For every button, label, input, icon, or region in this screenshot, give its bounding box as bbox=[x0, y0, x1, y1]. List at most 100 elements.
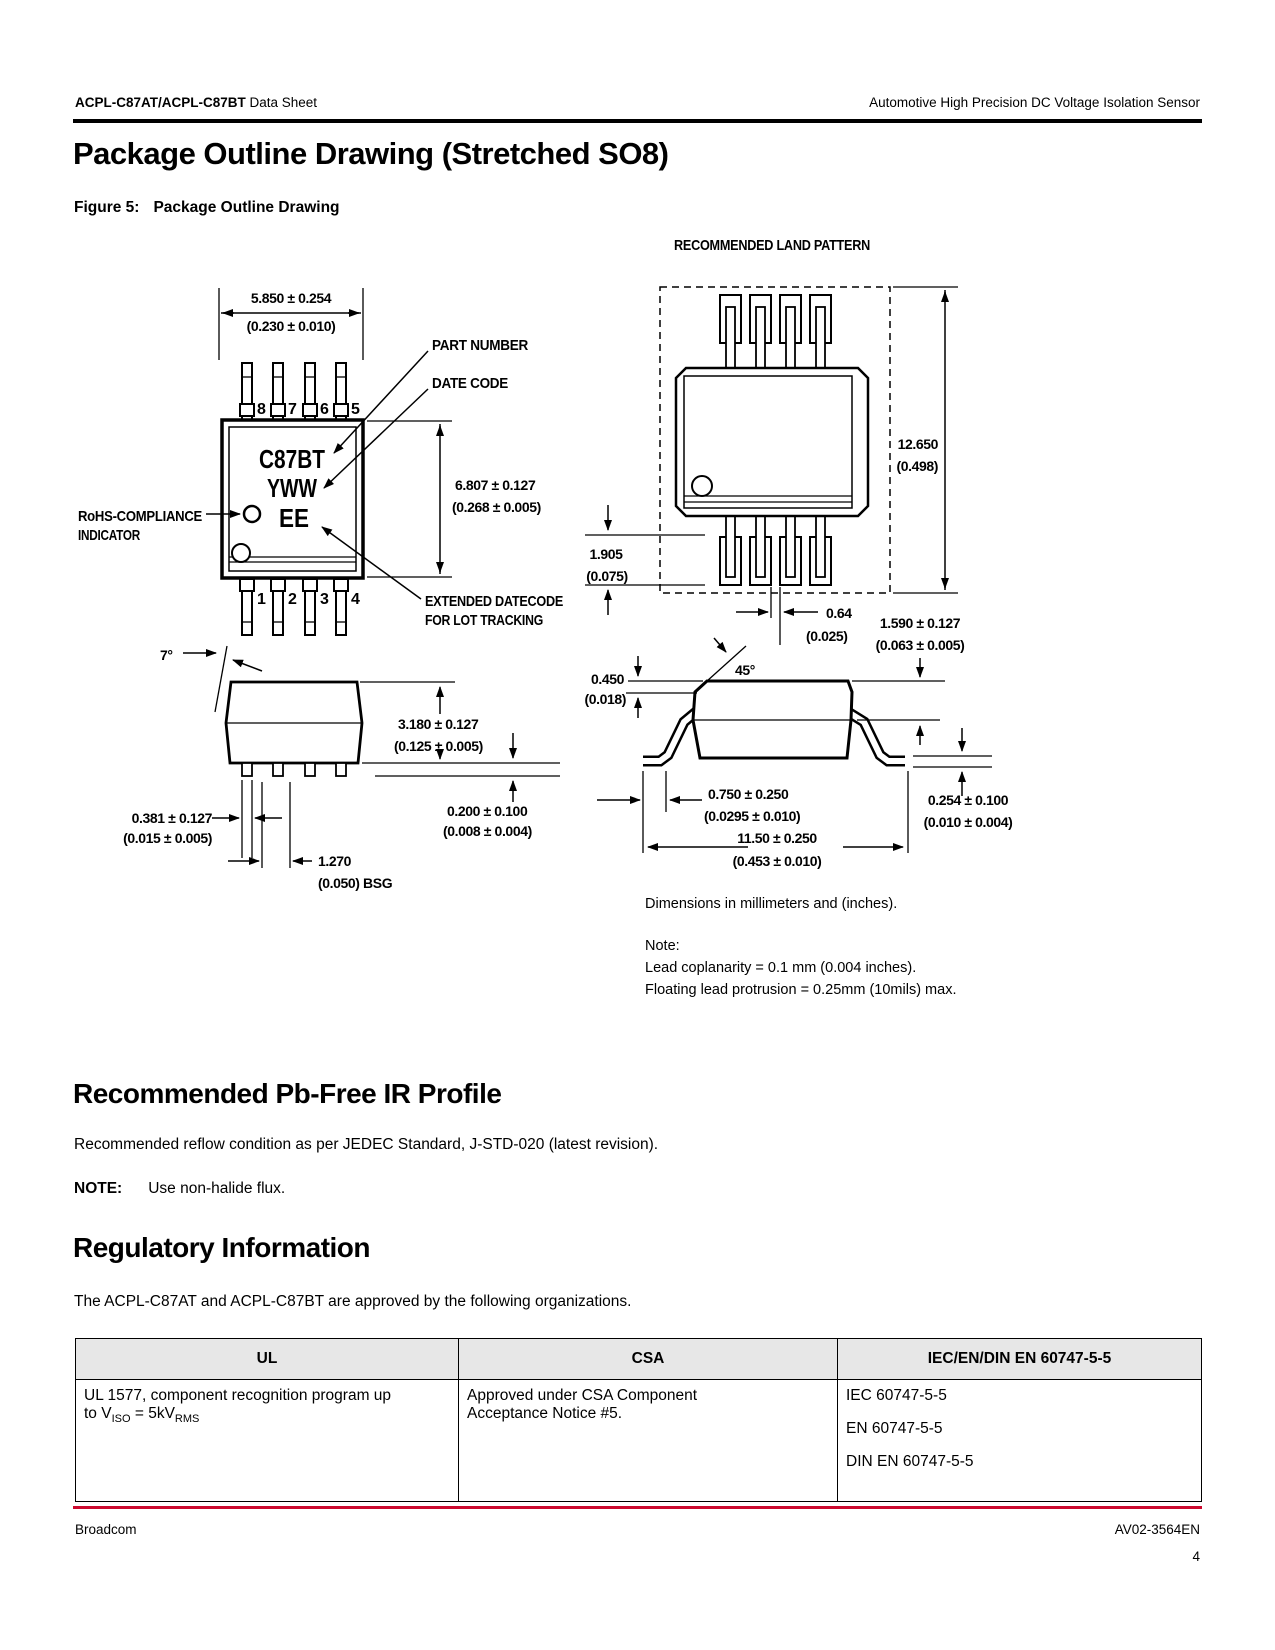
figure-caption: Figure 5: Package Outline Drawing bbox=[74, 199, 340, 217]
dim-pad-length-in: (0.075) bbox=[586, 568, 628, 584]
table-header-iec: IEC/EN/DIN EN 60747-5-5 bbox=[837, 1338, 1202, 1380]
cell-ul: UL 1577, component recognition program u… bbox=[75, 1379, 459, 1502]
dim-body-width-in: (0.230 ± 0.010) bbox=[247, 318, 336, 334]
package-outline-drawing: 8 7 6 5 1 2 3 4 C87BT YWW EE 5.850 ± 0.2… bbox=[78, 237, 1013, 998]
regulatory-body: The ACPL-C87AT and ACPL-C87BT are approv… bbox=[74, 1293, 632, 1310]
dim-lead-width-in: (0.015 ± 0.005) bbox=[123, 830, 212, 846]
ir-profile-body: Recommended reflow condition as per JEDE… bbox=[74, 1136, 659, 1153]
ext-datecode-label-2: FOR LOT TRACKING bbox=[425, 612, 543, 629]
header-product-name: Automotive High Precision DC Voltage Iso… bbox=[869, 95, 1200, 110]
dim-pitch-in: (0.050) BSG bbox=[318, 875, 393, 891]
dim-lead-offset-in: (0.063 ± 0.005) bbox=[876, 637, 965, 653]
cell-iec: IEC 60747-5-5 EN 60747-5-5 DIN EN 60747-… bbox=[837, 1379, 1202, 1502]
dim-body-height-in: (0.268 ± 0.005) bbox=[452, 499, 541, 515]
land-pattern-title: RECOMMENDED LAND PATTERN bbox=[674, 237, 870, 254]
dim-pad-length-mm: 1.905 bbox=[589, 546, 623, 562]
dim-lead-thickness-mm: 0.254 ± 0.100 bbox=[928, 792, 1009, 808]
pin-number: 1 bbox=[257, 591, 266, 608]
dim-chamfer-depth-mm: 0.450 bbox=[591, 671, 625, 687]
dim-total-span-mm: 11.50 ± 0.250 bbox=[737, 830, 817, 846]
dim-pad-gap-in: (0.025) bbox=[806, 628, 848, 644]
pin-number: 5 bbox=[351, 401, 360, 418]
land-pads-bottom bbox=[719, 514, 832, 586]
end-view-leads bbox=[643, 707, 905, 767]
marking-part: C87BT bbox=[259, 444, 325, 474]
land-pattern-view: RECOMMENDED LAND PATTERN bbox=[585, 237, 958, 645]
ul-line-1: UL 1577, component recognition program u… bbox=[84, 1387, 392, 1404]
dim-chamfer-angle: 45° bbox=[735, 662, 755, 678]
part-number-label: PART NUMBER bbox=[432, 337, 528, 354]
header-doc-suffix: Data Sheet bbox=[245, 95, 318, 110]
csa-line: Approved under CSA Component bbox=[467, 1387, 698, 1404]
section-title-regulatory: Regulatory Information bbox=[73, 1232, 371, 1263]
side-view-feet bbox=[241, 762, 347, 777]
note-protrusion: Floating lead protrusion = 0.25mm (10mil… bbox=[645, 982, 956, 998]
footer-page-number: 4 bbox=[1192, 1549, 1200, 1564]
figure-label: Figure 5: bbox=[74, 199, 140, 216]
ul-line-2: to VISO = 5kVRMS bbox=[84, 1405, 200, 1425]
dim-land-length-mm: 12.650 bbox=[898, 436, 939, 452]
page-title: Package Outline Drawing (Stretched SO8) bbox=[73, 136, 669, 171]
rohs-label-2: INDICATOR bbox=[78, 527, 140, 544]
footer-doc-number: AV02-3564EN bbox=[1114, 1522, 1200, 1537]
header-part-number: ACPL-C87AT/ACPL-C87BT bbox=[75, 95, 246, 110]
cert-line: DIN EN 60747-5-5 bbox=[846, 1453, 974, 1470]
pin-number: 4 bbox=[351, 591, 360, 608]
cert-line: EN 60747-5-5 bbox=[846, 1420, 943, 1437]
pin-number: 6 bbox=[320, 401, 329, 418]
drawing-notes: Dimensions in millimeters and (inches). … bbox=[645, 896, 956, 998]
csa-line: Acceptance Notice #5. bbox=[467, 1405, 623, 1422]
pin-number: 7 bbox=[288, 401, 297, 418]
marking-datecode: YWW bbox=[267, 473, 317, 503]
rohs-label-1: RoHS-COMPLIANCE bbox=[78, 508, 202, 525]
cert-line: IEC 60747-5-5 bbox=[846, 1387, 947, 1404]
pin-number: 8 bbox=[257, 401, 266, 418]
dim-draft-angle: 7° bbox=[160, 647, 173, 663]
figure-caption-text: Package Outline Drawing bbox=[153, 199, 340, 216]
note-label: Note: bbox=[645, 938, 680, 954]
land-pads-top bbox=[719, 294, 832, 370]
package-end-view: 45° 0.450 (0.018) 1.590 ± 0.127 (0.063 ±… bbox=[584, 615, 1012, 869]
top-pins bbox=[239, 362, 349, 421]
dim-pitch-mm: 1.270 bbox=[318, 853, 352, 869]
pin-number: 3 bbox=[320, 591, 329, 608]
table-header-csa: CSA bbox=[458, 1338, 838, 1380]
package-top-view: 8 7 6 5 1 2 3 4 C87BT YWW EE 5.850 ± 0.2… bbox=[78, 288, 564, 636]
footer-rule bbox=[73, 1506, 1202, 1509]
table-row: UL 1577, component recognition program u… bbox=[75, 1379, 1202, 1502]
rohs-indicator-dot bbox=[242, 504, 262, 524]
ir-profile-note: NOTE: Use non-halide flux. bbox=[74, 1180, 285, 1198]
dim-lead-width-mm: 0.381 ± 0.127 bbox=[132, 810, 213, 826]
marking-lot: EE bbox=[279, 503, 309, 533]
dim-standoff-in: (0.008 ± 0.004) bbox=[443, 823, 532, 839]
note-label-bold: NOTE: bbox=[74, 1180, 123, 1197]
footer-company: Broadcom bbox=[75, 1522, 137, 1537]
dim-total-span-in: (0.453 ± 0.010) bbox=[733, 853, 822, 869]
note-units: Dimensions in millimeters and (inches). bbox=[645, 896, 897, 912]
package-side-view: 7° 3.180 ± 0.127 (0.125 ± 0.005) 0.200 ±… bbox=[123, 645, 560, 891]
dim-land-length-in: (0.498) bbox=[896, 458, 938, 474]
pin-number: 2 bbox=[288, 591, 297, 608]
regulatory-table: UL CSA IEC/EN/DIN EN 60747-5-5 UL 1577, … bbox=[75, 1338, 1202, 1502]
cell-csa: Approved under CSA Component Acceptance … bbox=[458, 1379, 838, 1502]
ext-datecode-label-1: EXTENDED DATECODE bbox=[425, 593, 563, 610]
section-title-ir-profile: Recommended Pb-Free IR Profile bbox=[73, 1078, 502, 1109]
table-header-row: UL CSA IEC/EN/DIN EN 60747-5-5 bbox=[75, 1338, 1202, 1380]
note-coplanarity: Lead coplanarity = 0.1 mm (0.004 inches)… bbox=[645, 960, 916, 976]
dim-body-height-mm: 6.807 ± 0.127 bbox=[455, 477, 536, 493]
dim-stand-height-in: (0.125 ± 0.005) bbox=[394, 738, 483, 754]
dim-standoff-mm: 0.200 ± 0.100 bbox=[447, 803, 528, 819]
table-header-ul: UL bbox=[75, 1338, 459, 1380]
land-pattern-boundary bbox=[659, 286, 891, 594]
dim-lead-thickness-in: (0.010 ± 0.004) bbox=[924, 814, 1013, 830]
dim-stand-height-mm: 3.180 ± 0.127 bbox=[398, 716, 479, 732]
note-text: Use non-halide flux. bbox=[148, 1180, 286, 1197]
dim-foot-length-mm: 0.750 ± 0.250 bbox=[708, 786, 789, 802]
header-rule bbox=[73, 119, 1202, 123]
dim-body-width-mm: 5.850 ± 0.254 bbox=[251, 290, 332, 306]
dim-chamfer-depth-in: (0.018) bbox=[584, 691, 626, 707]
pin1-indicator-dot bbox=[231, 543, 251, 563]
dim-foot-length-in: (0.0295 ± 0.010) bbox=[704, 808, 800, 824]
sub-iso: ISO bbox=[111, 1413, 131, 1425]
